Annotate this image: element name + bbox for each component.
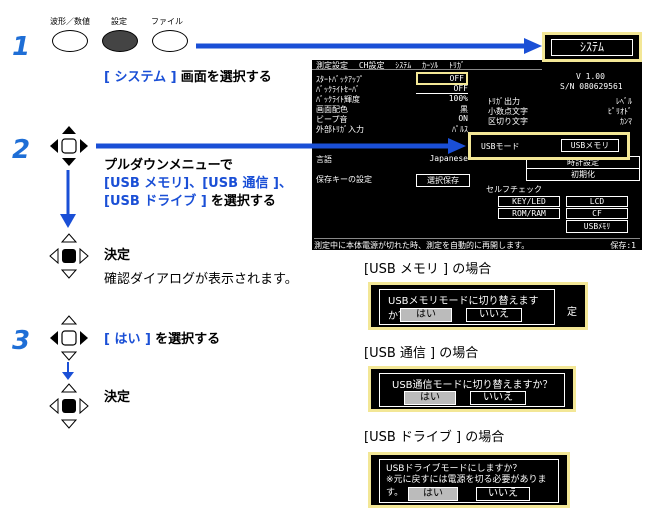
setting-value[interactable]: Japanese xyxy=(429,154,468,163)
confirm-note: 確認ダイアログが表示されます。 xyxy=(104,272,298,287)
save-key-value[interactable]: 選択保存 xyxy=(416,174,470,187)
file-key-label: ファイル xyxy=(151,17,183,26)
status-footer: 測定中に本体電源が切れた時、測定を自動的に再開します。 保存:1 xyxy=(314,238,640,251)
check-cf-button[interactable]: CF xyxy=(566,208,628,219)
dpad-enter-icon[interactable] xyxy=(44,382,94,430)
setting-label: 区切り文字 xyxy=(488,117,528,126)
usb-memory-dialog: USBメモリモードに切り替えますか？ はい いいえ 定 xyxy=(368,282,588,330)
setting-label: 外部ﾄﾘｶﾞ入力 xyxy=(316,125,364,134)
step-1-text: 画面を選択する xyxy=(180,70,272,85)
yes-button[interactable]: はい xyxy=(404,391,456,405)
file-key[interactable] xyxy=(152,30,188,52)
setting-label: 画面配色 xyxy=(316,105,348,114)
setting-value[interactable]: 黒 xyxy=(460,105,468,114)
setting-label: ﾊﾞｯｸﾗｲﾄｾｰﾊﾞ xyxy=(316,85,360,94)
check-key-led-button[interactable]: KEY/LED xyxy=(498,196,560,207)
step-3-text: を選択する xyxy=(155,332,221,347)
serial-number: S/N 080629561 xyxy=(560,82,623,91)
tab-cursor[interactable]: ｶｰｿﾙ xyxy=(422,61,439,70)
tab-bar: 測定設定 CH設定 ｼｽﾃﾑ ｶｰｿﾙ ﾄﾘｶﾞ xyxy=(312,60,542,70)
setting-label: 言語 xyxy=(316,155,332,164)
waveform-key[interactable] xyxy=(52,30,88,52)
system-screen-label: [ システム ] xyxy=(104,70,177,85)
dialog-message-2: ※元に戻すには電源を切る必要があります。 xyxy=(386,475,547,498)
no-button[interactable]: いいえ xyxy=(466,308,522,322)
dialog-message: USB通信モードに切り替えますか？ xyxy=(392,380,553,391)
step-2-line-2: [USB メモリ]、[USB 通信 ]、 xyxy=(104,176,292,191)
tab-trigger[interactable]: ﾄﾘｶﾞ xyxy=(448,61,465,70)
usb-mode-row[interactable]: USBモード USBメモリ xyxy=(468,132,630,160)
usb-communication-dialog: USB通信モードに切り替えますか？ はい いいえ xyxy=(368,366,576,412)
footer-save-count: 保存:1 xyxy=(610,241,636,250)
version: V 1.00 xyxy=(576,72,605,81)
check-rom-ram-button[interactable]: ROM/RAM xyxy=(498,208,560,219)
dpad-left-icon[interactable] xyxy=(44,314,94,362)
setting-value[interactable]: ｶﾝﾏ xyxy=(620,117,632,126)
no-button[interactable]: いいえ xyxy=(470,391,526,405)
dialog-caption: [USB 通信 ] の場合 xyxy=(364,346,479,361)
setting-label: ﾄﾘｶﾞ出力 xyxy=(488,97,520,106)
self-check-label: セルフチェック xyxy=(486,185,542,194)
step-2-number: 2 xyxy=(12,135,31,165)
arrow-down-icon xyxy=(60,170,76,228)
usb-drive-dialog: USBドライブモードにしますか？ ※元に戻すには電源を切る必要があります。 はい… xyxy=(368,452,570,508)
tab-measure[interactable]: 測定設定 xyxy=(316,61,348,70)
setting-value[interactable]: OFF xyxy=(416,84,468,94)
setting-label: 小数点文字 xyxy=(488,107,528,116)
background-text: 定 xyxy=(567,307,577,318)
dialog-caption: [USB メモリ ] の場合 xyxy=(364,262,492,277)
setting-value[interactable]: ﾋﾟﾘｵﾄﾞ xyxy=(608,107,632,116)
usb-mode-value[interactable]: USBメモリ xyxy=(561,139,619,152)
settings-key-label: 設定 xyxy=(111,17,127,26)
tab-channel[interactable]: CH設定 xyxy=(358,61,385,70)
step-2-line-3: [USB ドライブ ] xyxy=(104,194,207,209)
enter-label-2: 決定 xyxy=(104,390,131,405)
dialog-caption: [USB ドライブ ] の場合 xyxy=(364,430,505,445)
usb-mode-label: USBモード xyxy=(481,142,520,151)
dpad-enter-icon[interactable] xyxy=(44,232,94,280)
step-3-number: 3 xyxy=(12,326,31,356)
dialog-message: USBメモリモードに切り替えますか？ xyxy=(388,296,539,322)
yes-button[interactable]: はい xyxy=(408,487,458,501)
setting-label: ビープ音 xyxy=(316,115,348,124)
waveform-key-label: 波形／数値 xyxy=(50,17,90,26)
yes-button[interactable]: はい xyxy=(400,308,452,322)
step-2-line-3-rest: を選択する xyxy=(210,194,276,209)
save-key-label: 保存キーの設定 xyxy=(316,175,372,184)
footer-message: 測定中に本体電源が切れた時、測定を自動的に再開します。 xyxy=(314,241,530,250)
arrow-to-system-tab xyxy=(196,38,542,54)
system-title: ｼｽﾃﾑ xyxy=(551,39,633,56)
dpad-up-down-icon[interactable] xyxy=(44,124,94,168)
arrow-to-usb-mode xyxy=(96,138,466,154)
setting-value[interactable]: 100% xyxy=(448,94,468,103)
enter-label-1: 決定 xyxy=(104,248,131,263)
setting-value[interactable]: ON xyxy=(458,114,468,123)
dialog-message: USBドライブモードにしますか？ xyxy=(386,464,522,474)
no-button[interactable]: いいえ xyxy=(476,487,530,501)
setting-value[interactable]: OFF xyxy=(416,72,468,85)
yes-select-label: [ はい ] xyxy=(104,332,151,347)
system-tab-highlight[interactable]: ｼｽﾃﾑ xyxy=(542,32,642,62)
tab-system[interactable]: ｼｽﾃﾑ xyxy=(395,61,412,70)
initialize-button[interactable]: 初期化 xyxy=(526,168,640,181)
check-usb-memory-button[interactable]: USBﾒﾓﾘ xyxy=(566,220,628,233)
setting-value[interactable]: ﾚﾍﾞﾙ xyxy=(616,97,632,106)
setting-label: ﾊﾞｯｸﾗｲﾄ輝度 xyxy=(316,95,360,104)
step-2-line-1: プルダウンメニューで xyxy=(104,158,233,173)
settings-key[interactable] xyxy=(102,30,138,52)
setting-value[interactable]: ﾊﾟﾙｽ xyxy=(452,125,468,134)
step-1-number: 1 xyxy=(12,32,31,62)
arrow-down-small-icon xyxy=(62,362,74,380)
check-lcd-button[interactable]: LCD xyxy=(566,196,628,207)
setting-label: ｽﾀｰﾄﾊﾞｯｸｱｯﾌﾟ xyxy=(316,75,364,84)
